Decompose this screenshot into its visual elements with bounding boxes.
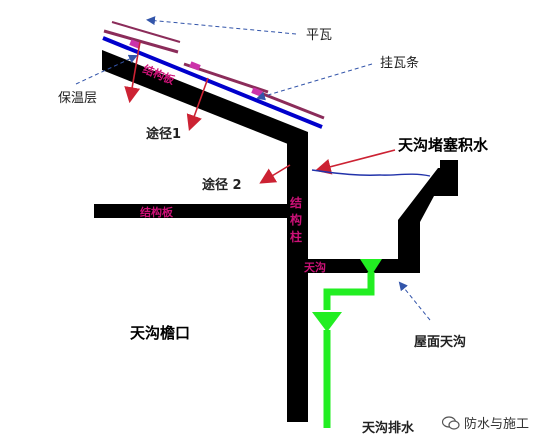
gutter-drain-funnel-lower <box>312 312 342 332</box>
label-path2: 途径 2 <box>202 177 242 193</box>
structural-column <box>287 132 308 422</box>
label-gutter-eave: 天沟檐口 <box>130 324 190 342</box>
tile-batten-2 <box>189 61 201 71</box>
label-roof-gutter: 屋面天沟 <box>414 334 466 350</box>
blockage-arrow <box>314 149 396 175</box>
tile-batten-1 <box>129 39 141 49</box>
label-column-char-2: 构 <box>290 212 302 227</box>
watermark: 防水与施工 <box>442 413 529 432</box>
water-level-line <box>311 169 431 177</box>
label-gutter-drainage: 天沟排水 <box>362 420 415 436</box>
floor-structural-slab <box>94 204 294 218</box>
flat-tile-line-3 <box>257 90 325 120</box>
wechat-icon <box>442 415 460 430</box>
drain-pipe-upper <box>323 272 375 310</box>
label-insulation: 保温层 <box>58 91 97 106</box>
gutter-drain-funnel-top <box>360 259 382 276</box>
label-gutter-blockage: 天沟堵塞积水 <box>398 136 489 154</box>
label-tile-batten: 挂瓦条 <box>380 55 419 71</box>
label-flat-tile: 平瓦 <box>306 28 332 43</box>
label-floor-slab: 结构板 <box>139 205 174 219</box>
label-path1: 途径1 <box>146 126 181 142</box>
watermark-text: 防水与施工 <box>464 417 530 432</box>
gutter-outer-wall <box>398 220 420 273</box>
gutter-bottom-slab <box>287 259 413 273</box>
batten-pointer <box>256 63 373 101</box>
flat-tile-line-1 <box>103 29 179 54</box>
label-gutter: 天沟 <box>304 260 326 274</box>
flat-tile-line-0 <box>111 21 181 43</box>
roof-structural-slab <box>102 50 308 152</box>
roof-gutter-pointer <box>398 281 431 321</box>
path2-arrow <box>259 164 291 184</box>
path1-arrow-a <box>124 41 141 104</box>
flat-tile-pointer <box>146 16 297 35</box>
label-column-char-3: 柱 <box>290 229 302 244</box>
label-column-char-1: 结 <box>290 195 302 210</box>
parapet-top <box>440 160 458 196</box>
path1-arrow-b <box>186 77 209 132</box>
insulation-layer <box>102 36 323 129</box>
